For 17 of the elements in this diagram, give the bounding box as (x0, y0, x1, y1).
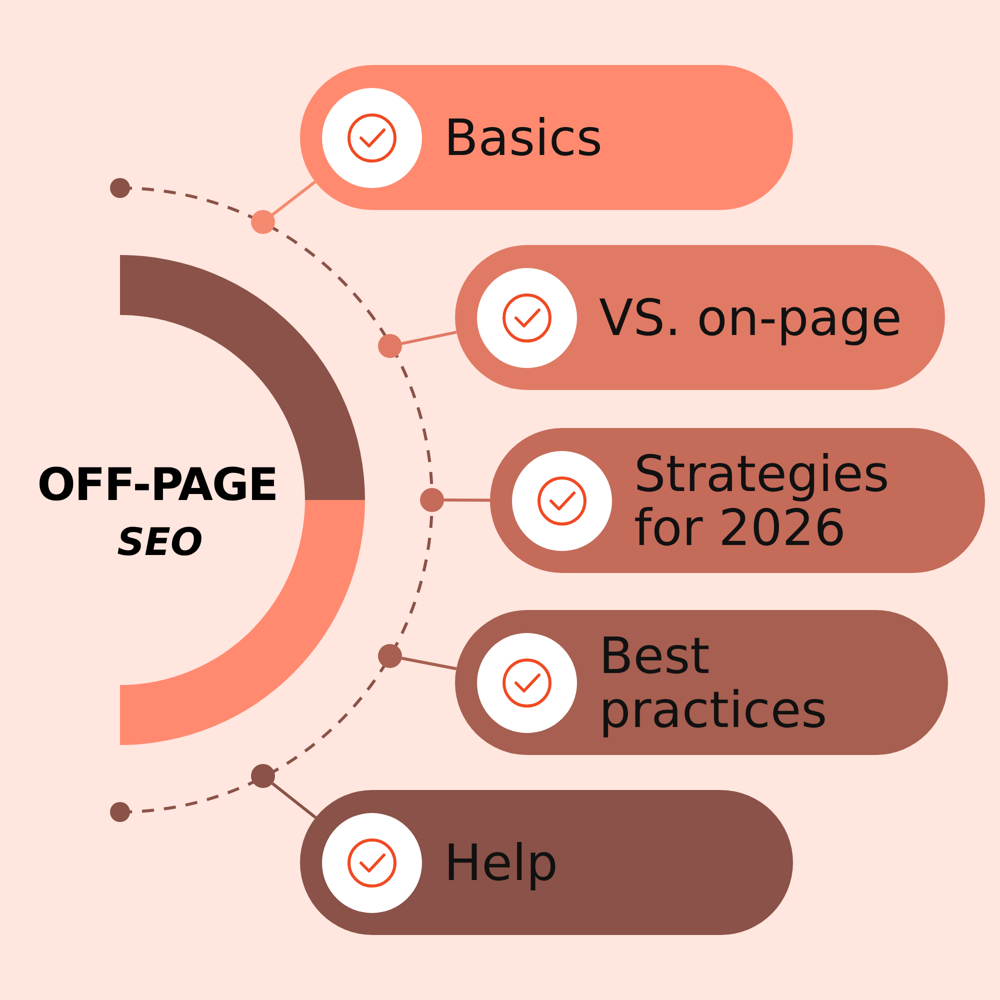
topic-label: Strategies for 2026 (634, 446, 890, 554)
connector-dot (251, 764, 275, 788)
title: OFF-PAGE (36, 458, 279, 511)
topic-label: Basics (444, 110, 602, 164)
subtitle: SEO (116, 520, 204, 564)
topic-label: Best practices (599, 628, 828, 736)
connector-dot (378, 644, 402, 668)
connector-line (444, 498, 490, 502)
connector-line (271, 782, 317, 819)
connector-dot (251, 210, 275, 234)
connector-line (402, 656, 457, 670)
topic-label: Help (444, 836, 558, 890)
connector-line (401, 330, 457, 346)
connector-line (272, 180, 316, 216)
topic-label: VS. on-page (599, 290, 902, 344)
connector-dot (420, 488, 444, 512)
connector-dot (378, 334, 402, 358)
